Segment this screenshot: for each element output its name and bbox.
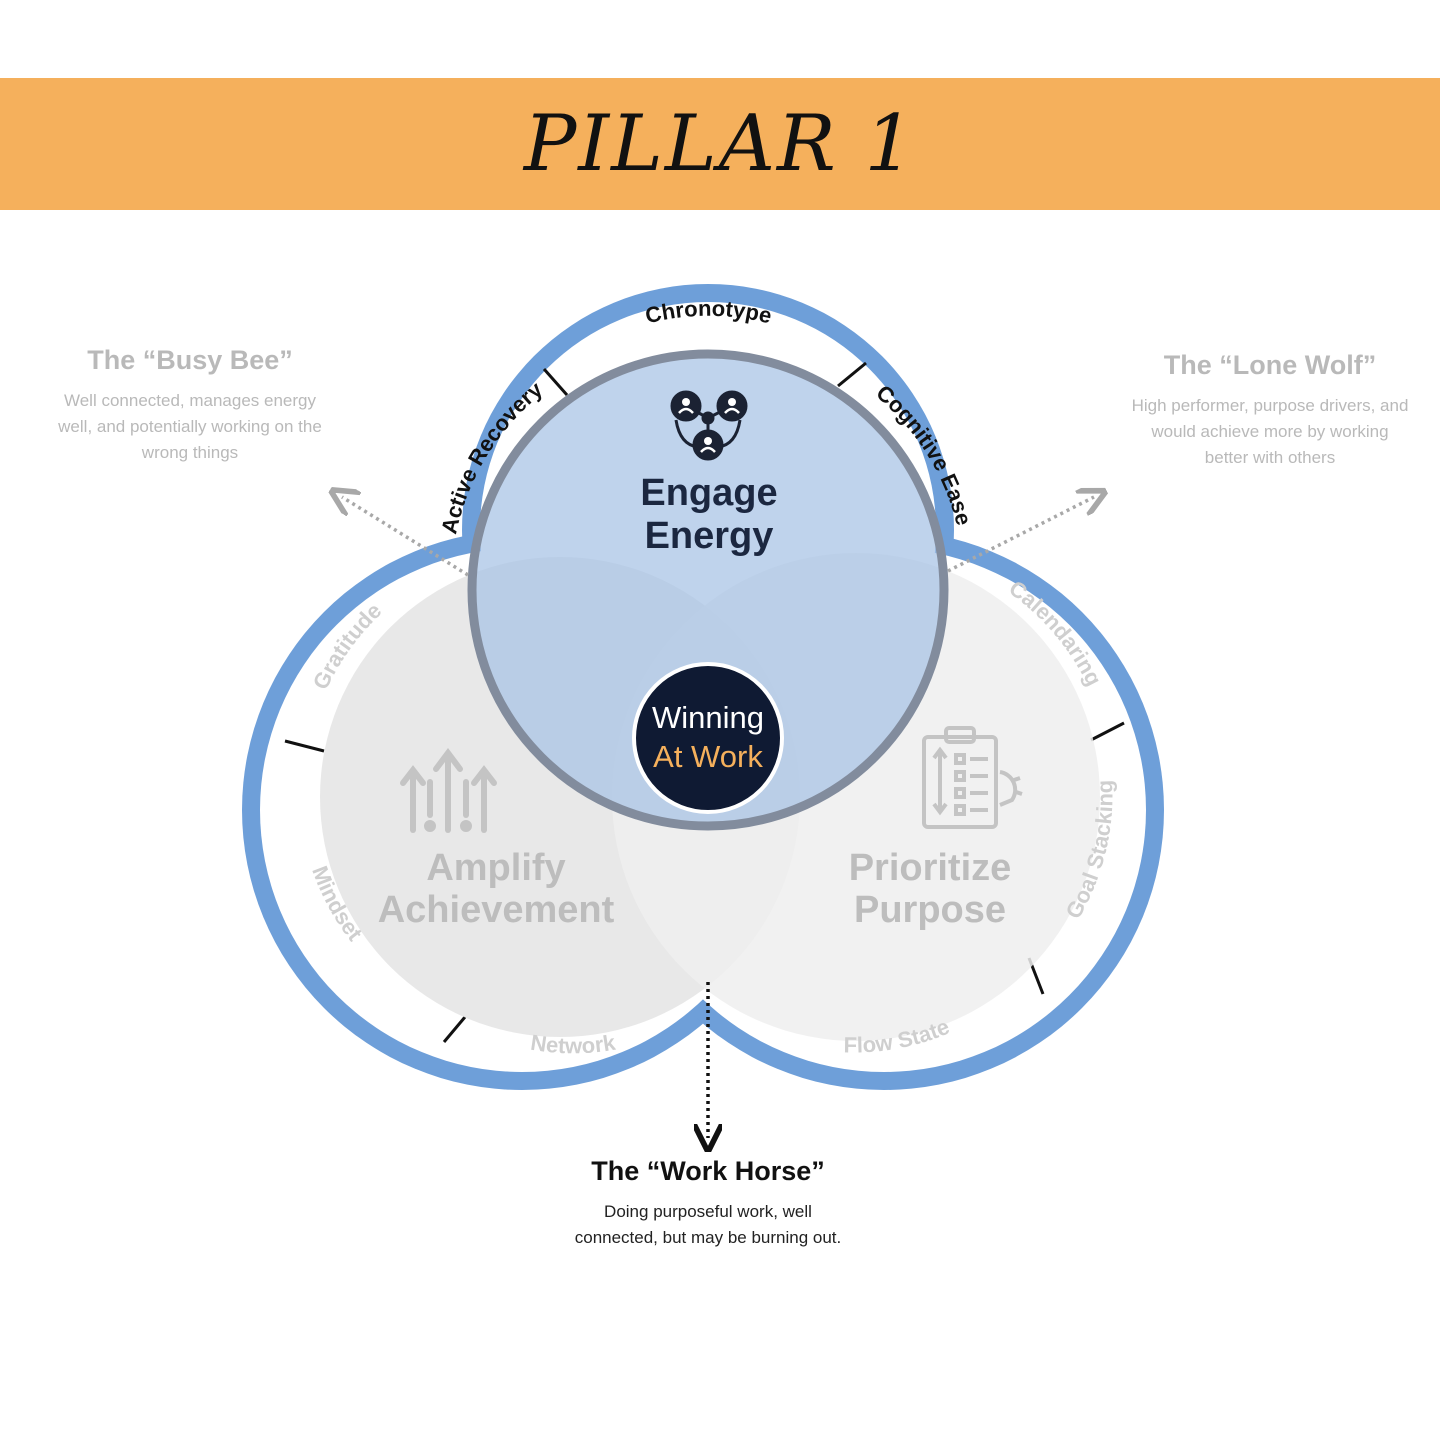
work-horse-desc-line2: connected, but may be burning out. [574, 1228, 842, 1247]
busy-bee-title: The “Busy Bee” [87, 345, 293, 375]
center-badge: Winning At Work [632, 662, 784, 814]
work-horse-title: The “Work Horse” [591, 1156, 825, 1186]
work-horse-desc-line1: Doing purposeful work, well [604, 1202, 812, 1221]
work-horse-caption: The “Work Horse” Doing purposeful work, … [548, 1156, 868, 1251]
arrows-up-icon [400, 748, 497, 833]
banner-title: PILLAR 1 [523, 99, 917, 189]
lone-wolf-caption: The “Lone Wolf” High performer, purpose … [1108, 350, 1432, 471]
center-badge-line2: At Work [653, 739, 763, 774]
title-banner: PILLAR 1 [0, 78, 1440, 210]
center-badge-line1: Winning [652, 700, 764, 735]
lone-wolf-description: High performer, purpose drivers, and wou… [1108, 393, 1432, 471]
ring-label-network-text: Network [529, 1030, 618, 1059]
clipboard-gear-icon [922, 726, 1023, 829]
work-horse-description: Doing purposeful work, well connected, b… [548, 1199, 868, 1251]
busy-bee-desc-line3: wrong things [141, 443, 239, 462]
amplify-title-line2: Achievement [378, 889, 615, 931]
busy-bee-desc-line1: Well connected, manages energy [63, 391, 316, 410]
busy-bee-caption: The “Busy Bee” Well connected, manages e… [40, 345, 340, 466]
engage-title-line2: Energy [645, 515, 774, 557]
ring-label-network: Network [529, 1030, 618, 1059]
lone-wolf-title: The “Lone Wolf” [1163, 350, 1377, 380]
people-network-icon [670, 390, 748, 461]
lone-wolf-desc-line1: High performer, purpose drivers, and [1131, 396, 1409, 415]
busy-bee-desc-line2: well, and potentially working on the [58, 417, 322, 436]
prioritize-title-line1: Prioritize [849, 847, 1012, 889]
lone-wolf-desc-line2: would achieve more by working [1151, 422, 1389, 441]
engage-title-line1: Engage [640, 472, 777, 514]
amplify-title-line1: Amplify [426, 847, 565, 889]
prioritize-title-line2: Purpose [854, 889, 1006, 931]
busy-bee-description: Well connected, manages energy well, and… [40, 388, 340, 466]
engage-circle [467, 349, 949, 831]
lone-wolf-desc-line3: better with others [1204, 448, 1336, 467]
